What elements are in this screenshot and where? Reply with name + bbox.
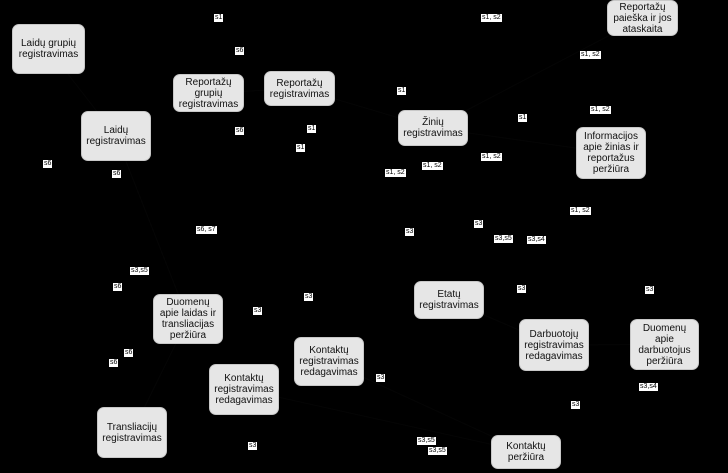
tag-16: s6, s7 <box>196 226 217 234</box>
tag-18: s3 <box>405 228 415 236</box>
tag-26: s3 <box>253 307 263 315</box>
tag-22: s6 <box>113 283 123 291</box>
tag-7: s1 <box>307 125 317 133</box>
node-etatu-registravimas[interactable]: Etatų registravimas <box>414 281 484 319</box>
tag-23: s3 <box>304 293 314 301</box>
tag-0: s1 <box>214 14 224 22</box>
tag-10: s6 <box>112 170 122 178</box>
tag-30: s3,s4 <box>639 383 658 391</box>
connector-line-8 <box>115 135 189 320</box>
tag-4: s1 <box>397 87 407 95</box>
connector-line-10 <box>243 389 527 453</box>
tag-27: s6 <box>124 349 134 357</box>
tag-32: s3 <box>248 442 258 450</box>
node-ziniu-registravimas[interactable]: Žinių registravimas <box>398 110 468 146</box>
tag-33: s3,s5 <box>417 437 436 445</box>
tag-13: s1, s2 <box>422 162 443 170</box>
tag-17: s3 <box>474 220 484 228</box>
tag-19: s3,s5 <box>494 235 513 243</box>
tag-2: s6 <box>235 47 245 55</box>
tag-1: s1, s2 <box>481 14 502 22</box>
tag-20: s3,s4 <box>527 236 546 244</box>
tag-5: s1, s2 <box>590 106 611 114</box>
node-laidu-registravimas[interactable]: Laidų registravimas <box>81 111 151 161</box>
tag-6: s6 <box>235 127 245 135</box>
tag-9: s6 <box>43 160 53 168</box>
node-duomenu-darbuotojus-perziura[interactable]: Duomenų apie darbuotojus peržiūra <box>630 319 699 370</box>
node-reportazu-grupiu-registravimas[interactable]: Reportažų grupių registravimas <box>173 74 244 112</box>
tag-28: s6 <box>109 359 119 367</box>
tag-11: s1 <box>296 144 306 152</box>
tag-12: s1, s2 <box>481 153 502 161</box>
node-informacijos-perziura[interactable]: Informacijos apie žinias ir reportažus p… <box>576 127 646 179</box>
tag-14: s1, s2 <box>385 169 406 177</box>
tag-24: s3 <box>517 285 527 293</box>
tag-3: s1, s2 <box>580 51 601 59</box>
tag-15: s1, s2 <box>570 207 591 215</box>
node-reportazu-registravimas[interactable]: Reportažų registravimas <box>264 71 335 106</box>
node-transliaciju-registravimas[interactable]: Transliacijų registravimas <box>97 407 167 458</box>
node-kontaktu-registravimas-2[interactable]: Kontaktų registravimas redagavimas <box>209 364 279 415</box>
tag-25: s3 <box>645 286 655 294</box>
tag-21: s3,s5 <box>130 267 149 275</box>
node-kontaktu-registravimas-1[interactable]: Kontaktų registravimas redagavimas <box>294 337 364 386</box>
tag-34: s3,s5 <box>428 447 447 455</box>
node-laidu-grupiu-registravimas[interactable]: Laidų grupių registravimas <box>12 24 85 74</box>
tag-8: s1 <box>518 114 528 122</box>
node-kontaktu-perziura[interactable]: Kontaktų peržiūra <box>491 435 561 469</box>
node-darbuotoju-registravimas[interactable]: Darbuotojų registravimas redagavimas <box>519 319 589 371</box>
tag-31: s3 <box>571 401 581 409</box>
node-reportazu-paieska[interactable]: Reportažų paieška ir jos ataskaita <box>607 0 678 36</box>
tag-29: s3 <box>376 374 386 382</box>
connector-line-4 <box>432 17 643 129</box>
node-duomenu-laidas-perziura[interactable]: Duomenų apie laidas ir transliacijas per… <box>153 294 223 344</box>
